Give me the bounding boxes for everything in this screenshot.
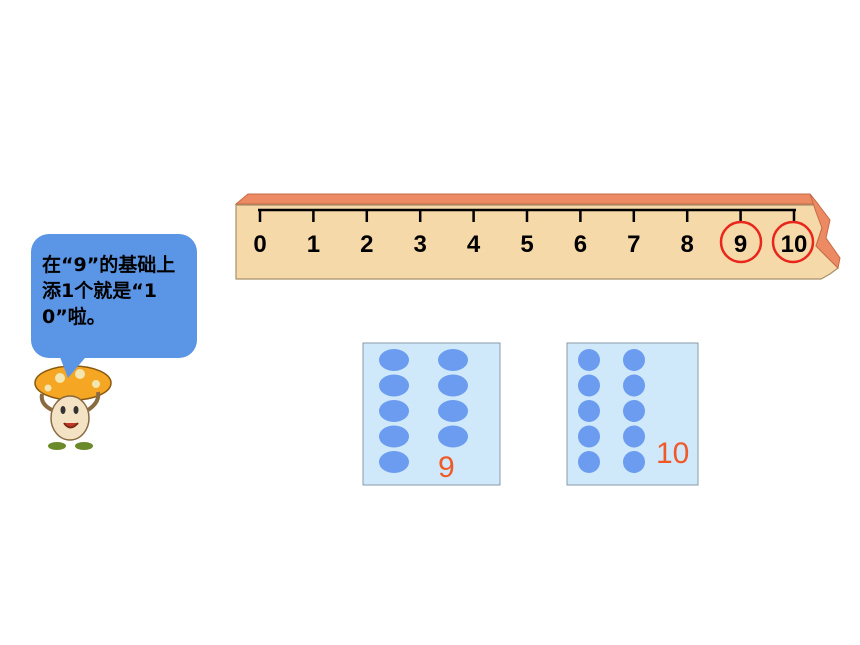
ruler-label-5: 5	[520, 231, 533, 258]
ruler-circle-9	[719, 220, 763, 264]
card-9-counters	[379, 349, 468, 473]
ruler-label-6: 6	[574, 231, 587, 258]
ruler-label-1: 1	[307, 231, 320, 258]
card-10-counter	[578, 349, 600, 371]
ruler-label-10: 10	[781, 231, 808, 258]
card-10-counter	[623, 451, 645, 473]
ruler-top-edge	[234, 193, 820, 205]
ruler-label-2: 2	[360, 231, 373, 258]
ruler-label-9: 9	[734, 231, 747, 258]
card-10-counter	[623, 349, 645, 371]
ruler-label-3: 3	[414, 231, 427, 258]
ruler-label-0: 0	[253, 231, 266, 258]
ruler-broken-end	[809, 193, 841, 270]
card-9-counter	[379, 425, 409, 448]
card-9-counter	[438, 400, 468, 422]
card-9-counter	[438, 425, 468, 448]
card-10-counter	[578, 451, 600, 473]
card-9-counter	[438, 349, 468, 371]
ruler-label-8: 8	[681, 231, 694, 258]
counter-card-9	[362, 342, 501, 486]
mushroom-character-icon	[34, 365, 112, 450]
card-9-counter	[379, 349, 409, 371]
speech-bubble-text: 在“9”的基础上添1个就是“10”啦。	[42, 254, 176, 328]
speech-bubble-tail	[58, 352, 90, 378]
ruler-body	[235, 204, 839, 280]
card-9-counter	[379, 451, 409, 473]
card-10-counter	[623, 400, 645, 422]
card-9-label: 9	[438, 451, 455, 484]
card-9-counter	[438, 374, 468, 397]
ruler-label-7: 7	[627, 231, 640, 258]
card-10-label: 10	[656, 437, 690, 470]
ruler-circle-10	[771, 220, 815, 264]
speech-bubble	[31, 234, 197, 358]
card-10-counter	[623, 425, 645, 448]
card-10-counters	[578, 349, 645, 473]
card-10-counter	[578, 400, 600, 422]
card-10-counter	[578, 374, 600, 397]
ruler-ticks: 0 1 2 3 4 5 6 7 8 9 10	[253, 210, 807, 258]
card-10-counter	[623, 374, 645, 397]
card-10-counter	[578, 425, 600, 448]
counter-card-10	[566, 342, 699, 486]
card-9-counter	[379, 374, 409, 397]
ruler: 0 1 2 3 4 5 6 7 8 9 10	[234, 193, 841, 280]
card-9-counter	[379, 400, 409, 422]
ruler-label-4: 4	[467, 231, 481, 258]
